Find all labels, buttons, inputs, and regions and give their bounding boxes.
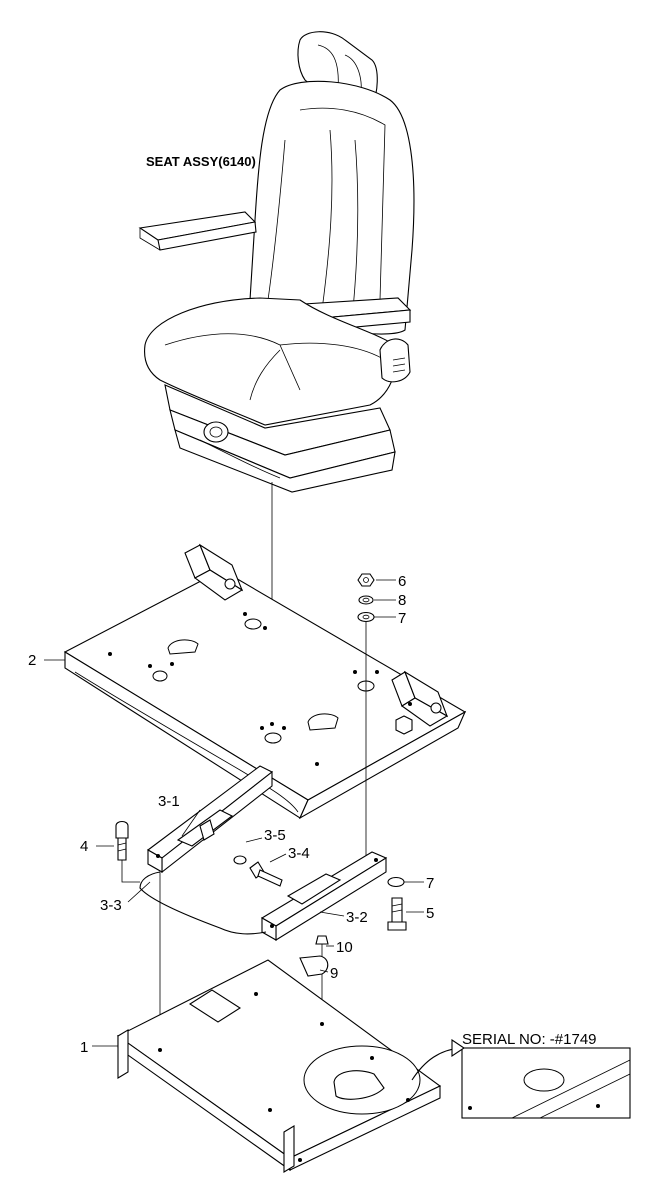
part-9-clip (299, 955, 329, 977)
callout-7-top: 7 (398, 610, 406, 627)
callout-6: 6 (398, 573, 406, 590)
part-4-leader-line (121, 860, 140, 883)
callout-3-1: 3-1 (158, 793, 180, 810)
part-6-nut (357, 573, 375, 587)
part-7-washer-lower (387, 876, 405, 888)
part-3-5-washer (233, 855, 247, 865)
callout-3-2: 3-2 (346, 909, 368, 926)
callout-labels: 2 6 8 7 3-1 3-5 3-4 4 3-3 7 3-2 5 10 9 1 (28, 573, 434, 1056)
part-8-spring-washer (358, 595, 374, 605)
callout-7-lower: 7 (426, 875, 434, 892)
part-1-base-plate (116, 959, 442, 1173)
callout-3-3: 3-3 (100, 897, 122, 914)
callout-3-5: 3-5 (264, 827, 286, 844)
part-5-bolt (387, 897, 407, 931)
callout-8: 8 (398, 592, 406, 609)
callout-leader-lines (44, 579, 424, 1047)
part-3-1-left-rail (147, 765, 274, 874)
part-7-washer-top (357, 611, 375, 623)
serial-number-label: SERIAL NO: -#1749 (462, 1031, 597, 1048)
callout-4: 4 (80, 838, 88, 855)
callout-2: 2 (28, 652, 36, 669)
part-3-3-link-rod (139, 871, 267, 935)
seat-assy-title: SEAT ASSY(6140) (146, 154, 256, 169)
callout-5: 5 (426, 905, 434, 922)
callout-9: 9 (330, 965, 338, 982)
serial-detail-inset: SERIAL NO: -#1749 (411, 1031, 631, 1119)
part-3-4-bolt (249, 861, 283, 887)
part-4-bolt (115, 820, 129, 861)
part-10-screw (315, 935, 329, 962)
callout-10: 10 (336, 939, 353, 956)
callout-1: 1 (80, 1039, 88, 1056)
callout-3-4: 3-4 (288, 845, 310, 862)
part-3-2-right-rail (260, 851, 388, 941)
seat-assy-drawing: SEAT ASSY(6140) (138, 31, 415, 493)
